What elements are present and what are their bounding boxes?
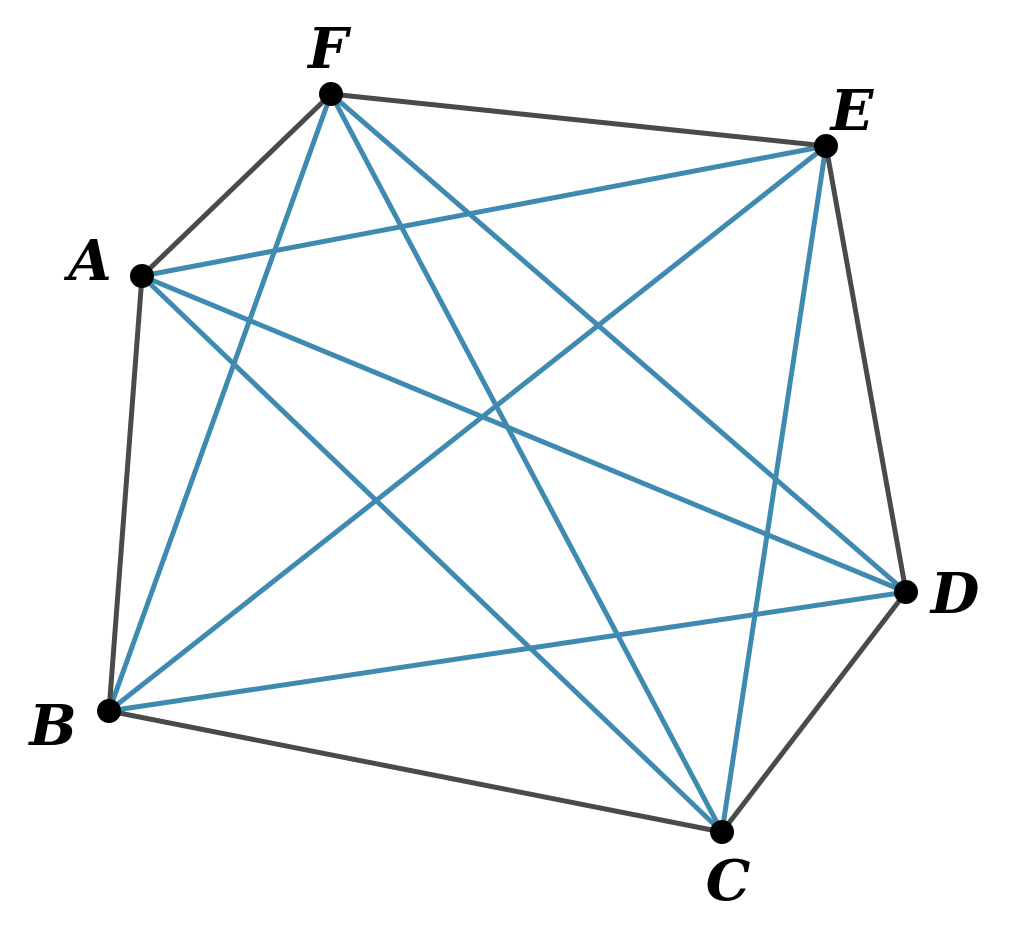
edge-ef	[328, 91, 829, 149]
vertices-layer	[97, 82, 918, 844]
vertex-c	[710, 820, 734, 844]
vertex-d	[894, 580, 918, 604]
diagonal-ae	[139, 143, 829, 279]
diagonals-layer	[106, 91, 909, 835]
diagonal-df	[328, 91, 909, 595]
edge-bc	[106, 708, 725, 835]
diagonal-be	[106, 143, 829, 714]
vertex-label-e: E	[829, 78, 875, 144]
vertex-label-d: D	[929, 561, 980, 627]
labels-layer: F E A D B C	[27, 16, 979, 914]
outline-layer	[106, 91, 909, 835]
diagonal-ce	[719, 143, 829, 835]
edge-ab	[106, 273, 145, 714]
edge-cd	[719, 589, 909, 835]
vertex-label-a: A	[63, 228, 111, 294]
diagonal-ad	[139, 273, 909, 595]
edge-de	[823, 143, 909, 595]
vertex-b	[97, 699, 121, 723]
diagonal-ac	[139, 273, 725, 835]
vertex-label-f: F	[306, 16, 352, 82]
diagonal-cf	[328, 91, 725, 835]
diagonal-bd	[106, 589, 909, 714]
vertex-label-b: B	[27, 693, 76, 759]
diagonal-bf	[106, 91, 334, 714]
vertex-label-c: C	[706, 848, 751, 914]
vertex-a	[130, 264, 154, 288]
edge-fa	[139, 91, 334, 279]
vertex-f	[319, 82, 343, 106]
vertex-e	[814, 134, 838, 158]
